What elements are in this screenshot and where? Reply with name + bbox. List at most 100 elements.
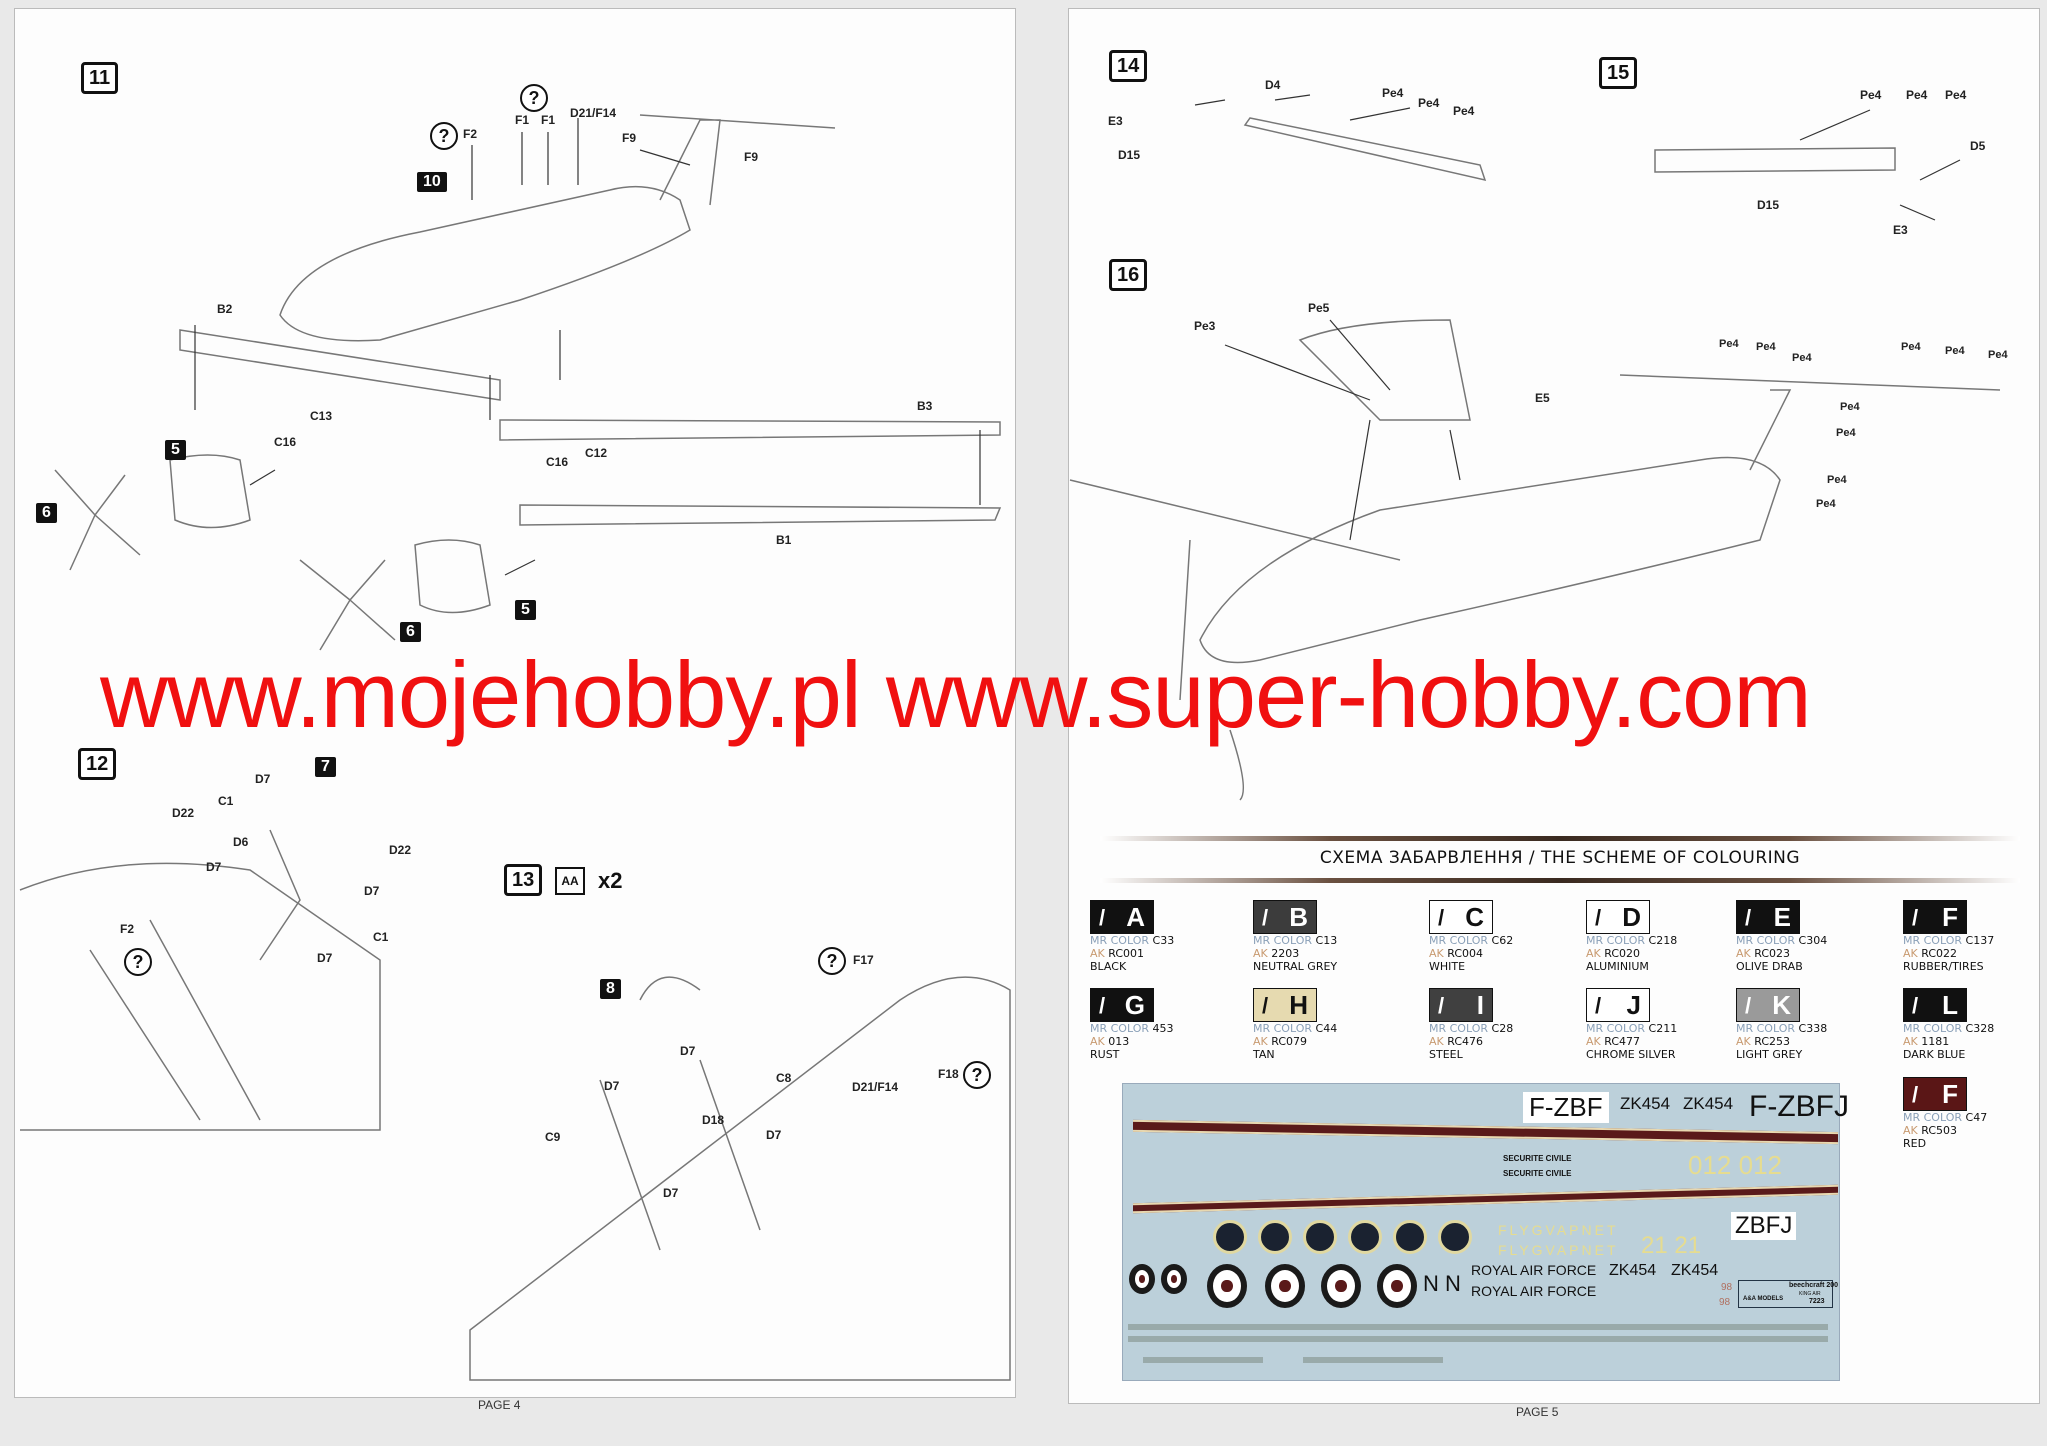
roundel-raf xyxy=(1161,1264,1187,1294)
part-label: B3 xyxy=(917,399,933,413)
colour-swatch-k: /K MR COLOR C338 AK RC253 LIGHT GREY xyxy=(1736,988,1886,1061)
colour-name: OLIVE DRAB xyxy=(1736,960,1803,973)
ak-label: AK xyxy=(1586,947,1601,960)
mr-color-code: C47 xyxy=(1965,1111,1988,1124)
ak-code: RC020 xyxy=(1604,947,1641,960)
decal-number: 012 012 xyxy=(1688,1150,1782,1180)
decal-text: SECURITE CIVILE xyxy=(1503,1169,1572,1178)
divider xyxy=(1100,878,2020,883)
part-label: E3 xyxy=(1893,223,1908,237)
mr-color-label: MR COLOR xyxy=(1903,934,1963,947)
mr-color-code: C218 xyxy=(1648,934,1678,947)
part-label: C12 xyxy=(585,446,608,460)
colour-swatch-f: /F MR COLOR C47 AK RC503 RED xyxy=(1903,1077,2047,1150)
colour-name: RED xyxy=(1903,1137,1927,1150)
part-label: Pe4 xyxy=(1816,498,1836,510)
paintbrush-icon: / xyxy=(1262,993,1269,1018)
colour-swatch-g: /G MR COLOR 453 AK 013 RUST xyxy=(1090,988,1240,1061)
colour-swatch-h: /H MR COLOR C44 AK RC079 TAN xyxy=(1253,988,1403,1061)
decal-stripe xyxy=(1133,1119,1838,1145)
colour-chip: /F xyxy=(1903,1077,1967,1111)
ak-code: RC079 xyxy=(1271,1035,1308,1048)
part-label: B1 xyxy=(776,533,792,547)
colour-chip: /C xyxy=(1429,900,1493,934)
part-label: Pe4 xyxy=(1827,474,1847,486)
all-parts-icon: AA xyxy=(555,867,585,895)
part-label: C16 xyxy=(274,435,297,449)
ref-step-badge: 6 xyxy=(400,622,421,642)
ak-label: AK xyxy=(1090,947,1105,960)
decal-stripe xyxy=(1133,1184,1838,1214)
instruction-page-4 xyxy=(14,8,1016,1398)
ak-code: 2203 xyxy=(1271,947,1300,960)
ak-label: AK xyxy=(1429,947,1444,960)
step13-drawing xyxy=(469,976,1011,1381)
colour-chip: /B xyxy=(1253,900,1317,934)
colour-letter: K xyxy=(1772,990,1791,1020)
mr-color-code: C28 xyxy=(1491,1022,1514,1035)
optional-part-icon: ? xyxy=(963,1061,991,1089)
part-label: D18 xyxy=(702,1113,725,1127)
mr-color-label: MR COLOR xyxy=(1090,1022,1150,1035)
colour-letter: A xyxy=(1126,902,1145,932)
ak-label: AK xyxy=(1736,1035,1751,1048)
part-label: Pe4 xyxy=(1418,96,1440,110)
ak-label: AK xyxy=(1253,947,1268,960)
ak-code: RC476 xyxy=(1447,1035,1484,1048)
colour-chip: /I xyxy=(1429,988,1493,1022)
mr-color-label: MR COLOR xyxy=(1586,934,1646,947)
ak-code: RC001 xyxy=(1108,947,1145,960)
colour-chip: /E xyxy=(1736,900,1800,934)
ak-code: 1181 xyxy=(1921,1035,1950,1048)
ak-label: AK xyxy=(1586,1035,1601,1048)
part-label: Pe4 xyxy=(1719,338,1739,350)
part-label: D7 xyxy=(766,1128,782,1142)
quantity-multiplier: x2 xyxy=(598,868,623,893)
part-label: D6 xyxy=(233,835,249,849)
mr-color-code: C62 xyxy=(1491,934,1514,947)
colour-chip: /F xyxy=(1903,900,1967,934)
mr-color-code: C13 xyxy=(1315,934,1338,947)
step14-wing-drawing xyxy=(1243,117,1487,182)
colour-chip: /K xyxy=(1736,988,1800,1022)
optional-part-icon: ? xyxy=(124,948,152,976)
colour-letter: F xyxy=(1942,1079,1958,1109)
mr-color-code: C328 xyxy=(1965,1022,1995,1035)
ak-label: AK xyxy=(1253,1035,1268,1048)
part-label: Pe4 xyxy=(1860,88,1882,102)
mr-color-code: C137 xyxy=(1965,934,1995,947)
part-label: F1 xyxy=(515,113,530,127)
product-subname: KING AIR xyxy=(1799,1291,1821,1297)
callout-arrows xyxy=(194,94,1961,576)
part-label: D15 xyxy=(1118,148,1141,162)
ref-step-badge: 7 xyxy=(315,757,336,777)
colour-swatch-j: /J MR COLOR C211 AK RC477 CHROME SILVER xyxy=(1586,988,1736,1061)
part-label: D22 xyxy=(172,806,195,820)
divider xyxy=(1100,836,2020,841)
paintbrush-icon: / xyxy=(1912,905,1919,930)
decal-walkway-line xyxy=(1128,1324,1828,1330)
roundel-sweden xyxy=(1348,1220,1382,1254)
watermark: www.mojehobby.pl www.super-hobby.com xyxy=(100,642,1812,747)
part-label: D7 xyxy=(206,860,222,874)
part-label: C1 xyxy=(373,930,389,944)
mr-color-code: C44 xyxy=(1315,1022,1338,1035)
part-label: C9 xyxy=(545,1130,561,1144)
decal-number: 21 21 xyxy=(1641,1232,1702,1259)
decal-text: SECURITE CIVILE xyxy=(1503,1154,1572,1163)
colour-letter: H xyxy=(1289,990,1308,1020)
mr-color-label: MR COLOR xyxy=(1429,934,1489,947)
colour-letter: F xyxy=(1942,902,1958,932)
colour-letter: J xyxy=(1626,990,1641,1020)
part-label: F2 xyxy=(463,127,478,141)
roundel-raf xyxy=(1377,1264,1417,1308)
decal-serial: ZK454 xyxy=(1620,1094,1671,1113)
paintbrush-icon: / xyxy=(1745,993,1752,1018)
ak-label: AK xyxy=(1903,947,1918,960)
brand-name: A&A MODELS xyxy=(1743,1296,1784,1302)
mr-color-code: C338 xyxy=(1798,1022,1828,1035)
decal-walkway-line xyxy=(1128,1336,1828,1342)
part-label: Pe5 xyxy=(1308,301,1330,315)
part-label: Pe4 xyxy=(1988,349,2008,361)
